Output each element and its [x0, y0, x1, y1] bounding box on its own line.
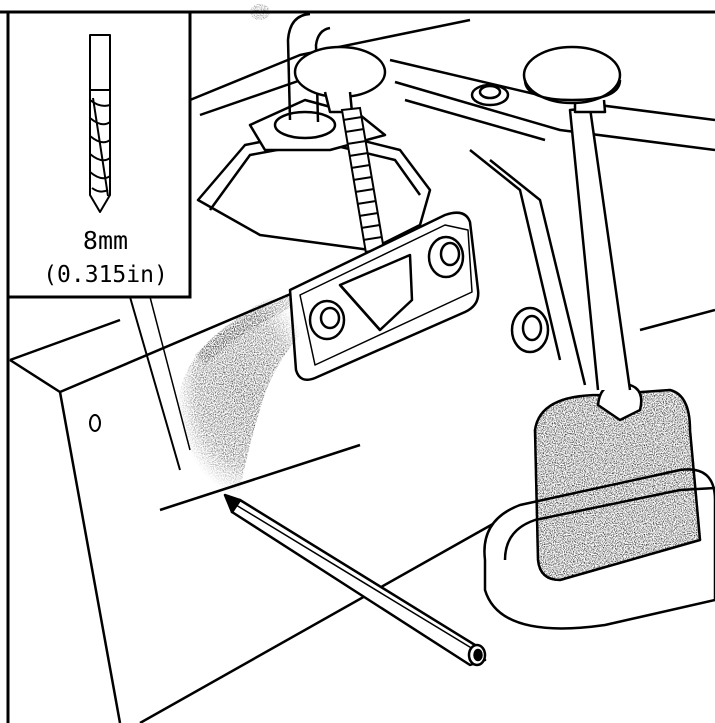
drill-size-metric-label: 8mm [82, 226, 129, 255]
drill-size-imperial-label: (0.315in) [43, 262, 168, 288]
grommet-hole [510, 306, 550, 354]
left-shift-lever-assembly [196, 12, 432, 252]
hex-bolt-top [470, 83, 510, 107]
pencil-tool [223, 493, 487, 667]
right-shift-lever-assembly [483, 45, 715, 630]
hex-bolt-right [427, 235, 465, 279]
callout-leader-line [129, 296, 181, 471]
drill-bit-icon [89, 34, 111, 213]
small-hole [89, 414, 101, 432]
hex-bolt-left [308, 299, 346, 341]
console-panel [9, 18, 715, 723]
